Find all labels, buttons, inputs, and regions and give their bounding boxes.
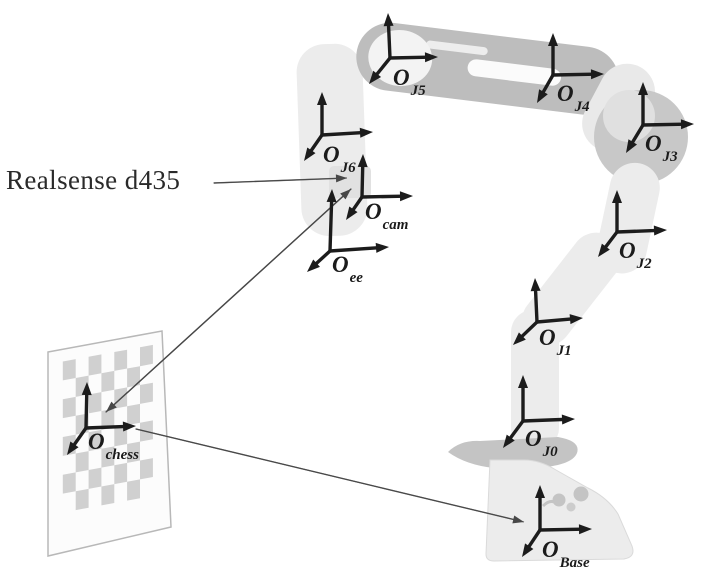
frame-label-subscript: cam <box>382 216 409 233</box>
frame-label-symbol: O <box>645 131 662 156</box>
chessboard-square <box>101 408 115 430</box>
chessboard-square <box>127 366 140 388</box>
frame-label-subscript: J6 <box>340 159 356 176</box>
chessboard-square <box>114 349 128 371</box>
realsense-label: Realsense d435 <box>6 165 181 195</box>
robot-logo-dots <box>541 486 589 512</box>
frame-label-subscript: chess <box>105 446 139 463</box>
frame-label-symbol: O <box>365 199 382 224</box>
frame-label-oj5: OJ5 <box>393 65 426 98</box>
chessboard-square <box>88 467 102 489</box>
coordinate-frame-oj6 <box>304 92 373 161</box>
frame-label-symbol: O <box>332 252 349 277</box>
coordinate-frame-oee <box>307 189 389 272</box>
chessboard-square <box>127 441 140 463</box>
frame-label-oj6: OJ6 <box>323 142 356 175</box>
robot-base-collar <box>448 437 578 468</box>
coordinate-frames <box>67 13 694 557</box>
chessboard-square <box>62 396 76 419</box>
chessboard-square <box>101 484 115 506</box>
chessboard-square <box>88 429 102 452</box>
frame-label-oj2: OJ2 <box>619 238 652 271</box>
coordinate-frame-oj2 <box>598 190 667 257</box>
frame-label-subscript: ee <box>349 269 363 286</box>
robot-base-body <box>485 459 634 562</box>
frame-label-symbol: O <box>393 65 410 90</box>
chessboard-square <box>101 370 115 393</box>
frame-label-subscript: J2 <box>636 255 652 272</box>
frame-label-oj0: OJ0 <box>525 426 558 459</box>
frame-label-obase: OBase <box>542 537 590 570</box>
frame-label-subscript: Base <box>559 554 590 571</box>
connector-chessboard-base-line <box>135 428 525 524</box>
chessboard-square <box>140 458 153 480</box>
frame-label-symbol: O <box>525 426 542 451</box>
chessboard-square <box>114 462 128 485</box>
robot-brand-band <box>426 40 488 56</box>
frame-label-symbol: O <box>557 81 574 106</box>
frame-label-symbol: O <box>323 142 340 167</box>
chessboard-square <box>62 359 76 381</box>
coordinate-frame-oj4 <box>537 33 604 103</box>
frame-label-symbol: O <box>539 325 556 350</box>
connector-lines <box>105 174 525 524</box>
chessboard-square <box>62 472 76 494</box>
chessboard-square <box>75 488 89 511</box>
frame-label-ochess: Ochess <box>88 429 139 462</box>
chessboard-square <box>140 344 153 367</box>
frame-label-subscript: J4 <box>574 98 590 115</box>
coordinate-frame-oj3 <box>626 82 694 153</box>
chessboard-square <box>127 479 140 501</box>
frame-label-oj4: OJ4 <box>557 81 590 114</box>
coordinate-frame-obase <box>522 485 592 557</box>
frame-label-subscript: J1 <box>556 342 572 359</box>
robot-arm-illustration <box>296 22 688 562</box>
chessboard-square <box>140 382 153 404</box>
chessboard-square <box>127 403 140 426</box>
coordinate-frame-oj1 <box>513 278 583 345</box>
coordinate-frame-oj0 <box>503 375 575 448</box>
frame-label-symbol: O <box>542 537 559 562</box>
frame-label-subscript: J3 <box>662 148 678 165</box>
frame-label-symbol: O <box>88 429 105 454</box>
chessboard-square <box>88 354 102 376</box>
chessboard-square <box>75 451 89 473</box>
chessboard-square <box>101 446 115 468</box>
frame-label-symbol: O <box>619 238 636 263</box>
frame-label-oj3: OJ3 <box>645 131 678 164</box>
coordinate-frame-ochess <box>67 382 136 455</box>
connector-chessboard-camera-line <box>105 188 352 413</box>
frame-label-subscript: J0 <box>542 443 558 460</box>
frame-label-oee: Oee <box>332 252 363 285</box>
chessboard-square <box>88 392 102 414</box>
frame-label-subscript: J5 <box>410 82 426 99</box>
frame-label-ocam: Ocam <box>365 199 408 232</box>
connector-realsense-pointer-line <box>213 174 348 184</box>
coordinate-frame-ocam <box>346 154 413 220</box>
frame-label-oj1: OJ1 <box>539 325 572 358</box>
coordinate-frame-oj5 <box>369 13 438 84</box>
